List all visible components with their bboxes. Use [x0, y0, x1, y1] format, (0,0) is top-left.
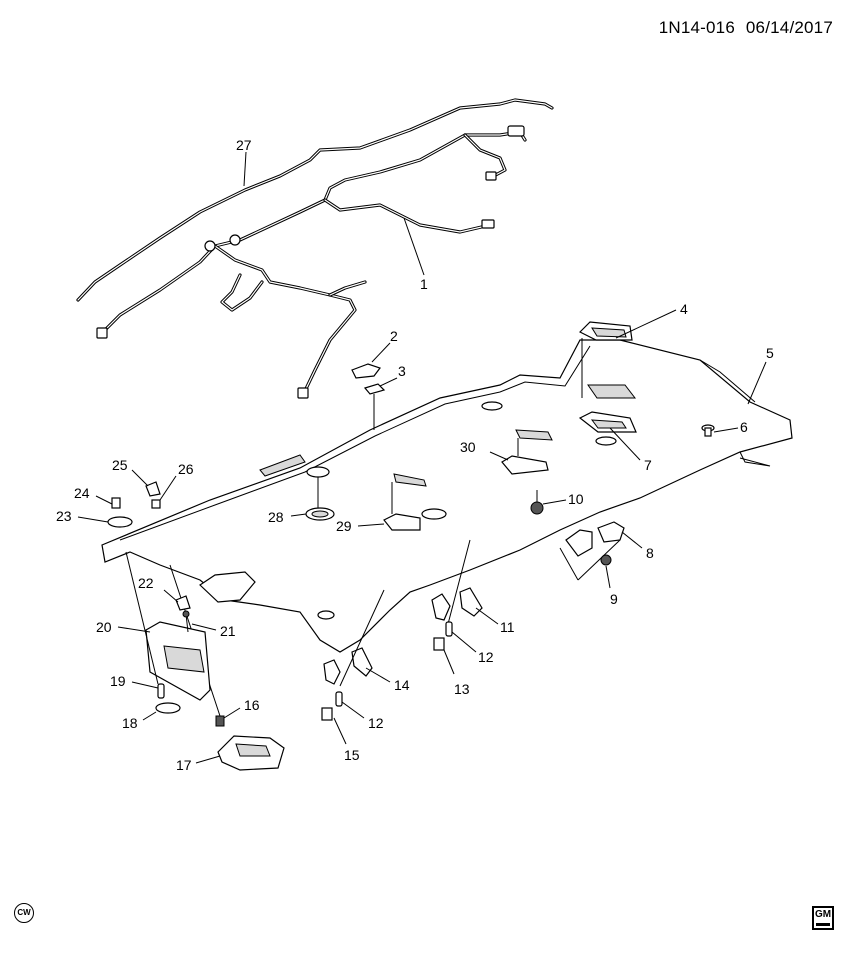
clip-26 — [151, 475, 177, 509]
callout-12a: 12 — [478, 649, 494, 665]
lamp-bracket-8 — [559, 521, 643, 581]
callout-2: 2 — [390, 328, 398, 344]
callout-27: 27 — [236, 137, 252, 153]
callout-16: 16 — [244, 697, 260, 713]
nut-10 — [530, 490, 567, 515]
callout-18: 18 — [122, 715, 138, 731]
sunvisor-20 — [117, 621, 211, 701]
bezel-29 — [357, 473, 427, 531]
callout-12b: 12 — [368, 715, 384, 731]
callout-7: 7 — [644, 457, 652, 473]
callout-14: 14 — [394, 677, 410, 693]
diagram-date: 06/14/2017 — [745, 18, 833, 37]
callout-25: 25 — [112, 457, 128, 473]
diagram-id: 1N14-016 — [658, 18, 735, 37]
callout-8: 8 — [646, 545, 654, 561]
wire-harness-1 — [96, 125, 527, 399]
callout-10: 10 — [568, 491, 584, 507]
clip-25 — [131, 469, 161, 497]
gm-logo-text: GM — [814, 909, 832, 920]
grab-handle-11 — [431, 539, 499, 625]
grab-handle-14 — [323, 589, 391, 687]
callout-26: 26 — [178, 461, 194, 477]
callout-24: 24 — [74, 485, 90, 501]
callout-labels: 1 2 3 4 5 6 7 8 9 10 11 12 12 13 14 15 1… — [56, 137, 774, 773]
retainer-22 — [163, 589, 191, 611]
callout-21: 21 — [220, 623, 236, 639]
screw-21 — [182, 610, 217, 633]
lamp-4 — [578, 309, 677, 398]
cw-badge: CW — [14, 903, 34, 923]
callout-17: 17 — [176, 757, 192, 773]
callout-13: 13 — [454, 681, 470, 697]
clip-12b — [335, 691, 365, 719]
callout-1: 1 — [420, 276, 428, 292]
callout-22: 22 — [138, 575, 154, 591]
callout-9: 9 — [610, 591, 618, 607]
callout-11: 11 — [500, 619, 515, 635]
callout-30: 30 — [460, 439, 476, 455]
gm-logo: GM — [812, 906, 834, 930]
visor-clip-18 — [142, 702, 181, 721]
callout-23: 23 — [56, 508, 72, 524]
callout-28: 28 — [268, 509, 284, 525]
callout-19: 19 — [110, 673, 126, 689]
wire-harness-27 — [76, 98, 554, 302]
callout-5: 5 — [766, 345, 774, 361]
screw-9 — [600, 554, 612, 589]
callout-3: 3 — [398, 363, 406, 379]
callout-6: 6 — [740, 419, 748, 435]
callout-4: 4 — [680, 301, 688, 317]
gm-logo-bar — [816, 923, 830, 926]
diagram-header: 1N14-016 06/14/2017 — [653, 18, 833, 38]
grommet-28 — [290, 466, 335, 521]
clip-24 — [95, 495, 121, 509]
console-17 — [195, 735, 285, 771]
cover-13 — [433, 637, 455, 675]
visor-clip-19 — [125, 551, 165, 699]
cover-15 — [321, 707, 347, 745]
clip-6 — [701, 424, 739, 437]
bezel-30 — [489, 429, 553, 475]
lamp-7 — [578, 411, 641, 461]
callout-29: 29 — [336, 518, 352, 534]
clip-12a — [445, 621, 477, 653]
callout-15: 15 — [344, 747, 360, 763]
callout-20: 20 — [96, 619, 112, 635]
clip-23 — [77, 516, 133, 528]
bracket-2-3 — [351, 342, 398, 430]
